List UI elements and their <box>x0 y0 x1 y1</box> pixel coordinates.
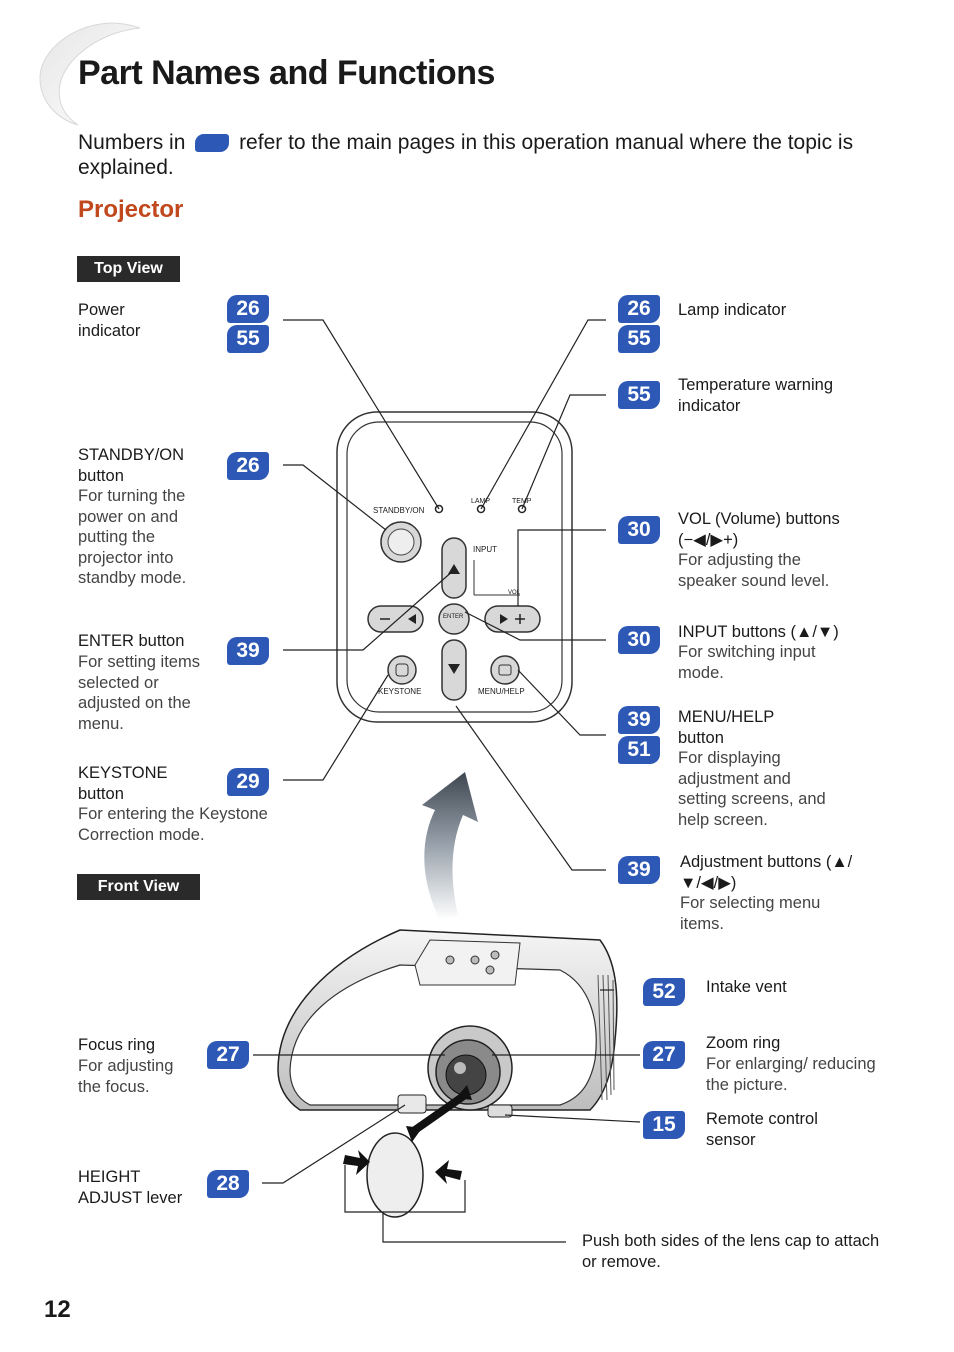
menu-button-desc: For displaying adjustment and setting sc… <box>678 749 826 829</box>
panel-temp-label: TEMP <box>512 498 532 505</box>
keystone-button-shape <box>387 655 417 685</box>
page-ref-pill-icon <box>195 134 230 153</box>
vol-up-button-shape <box>484 605 541 633</box>
standby-button-label: STANDBY/ON button <box>78 446 185 485</box>
page-badge[interactable]: 52 <box>643 978 685 1006</box>
zoom-ring-desc: For enlarging/ reducing the picture. <box>706 1055 876 1094</box>
panel-keystone-label: KEYSTONE <box>378 687 422 696</box>
focus-ring-label: Focus ring <box>78 1036 156 1054</box>
enter-button-label: ENTER button <box>78 632 185 650</box>
panel-enter-label: ENTER <box>443 614 464 620</box>
page-badge[interactable]: 26 <box>227 295 269 323</box>
panel-standby-label: STANDBY/ON <box>373 506 425 515</box>
enter-button-desc: For setting items selected or adjusted o… <box>78 653 200 733</box>
page-badge[interactable]: 39 <box>618 706 660 734</box>
page-badge[interactable]: 29 <box>227 768 269 796</box>
menu-button-label: MENU/HELP button <box>678 708 774 747</box>
temp-indicator-label: Temperature warning indicator <box>678 376 833 415</box>
panel-lamp-label: LAMP <box>471 498 491 505</box>
panel-vol-label: VOL <box>508 590 521 596</box>
page-badge[interactable]: 39 <box>618 856 660 884</box>
page-number: 12 <box>44 1296 71 1323</box>
enter-button-shape <box>438 603 470 635</box>
intake-vent-label: Intake vent <box>706 978 787 996</box>
up-arrow-decoration <box>422 772 478 920</box>
leader-lines <box>283 319 606 871</box>
corner-arc-decoration <box>39 22 141 126</box>
standby-button-desc: For turning the power on and putting the… <box>78 487 187 587</box>
height-lever-shape <box>397 1094 427 1114</box>
keystone-button-desc: For entering the Keystone Correction mod… <box>78 805 268 844</box>
page-badge[interactable]: 26 <box>227 452 269 480</box>
page-badge[interactable]: 15 <box>643 1111 685 1139</box>
vol-down-button-shape <box>367 605 424 633</box>
height-lever-label: HEIGHT ADJUST lever <box>78 1168 183 1207</box>
page-badge[interactable]: 55 <box>618 381 660 409</box>
page-badge[interactable]: 27 <box>643 1041 685 1069</box>
focus-ring-desc: For adjusting the focus. <box>78 1057 174 1096</box>
adjust-buttons-label: Adjustment buttons (▲/▼/◀/▶) <box>680 853 853 892</box>
page-badge[interactable]: 26 <box>618 295 660 323</box>
intro-text: Numbers in refer to the main pages in th… <box>78 130 898 180</box>
page-badge[interactable]: 28 <box>207 1170 249 1198</box>
panel-menu-label: MENU/HELP <box>478 687 525 696</box>
remote-sensor-shape <box>487 1104 513 1118</box>
keystone-button-label: KEYSTONE button <box>78 764 168 803</box>
page-badge[interactable]: 55 <box>618 325 660 353</box>
section-heading: Projector <box>78 196 184 223</box>
page-badge[interactable]: 27 <box>207 1041 249 1069</box>
page-badge[interactable]: 51 <box>618 736 660 764</box>
top-view-tag: Top View <box>77 256 180 282</box>
intro-before: Numbers in <box>78 131 186 154</box>
projector-body-diagram <box>277 929 618 1118</box>
page-badge[interactable]: 39 <box>227 637 269 665</box>
menu-button-shape <box>490 655 520 685</box>
panel-input-label: INPUT <box>473 545 497 554</box>
lens-cap-diagram <box>343 1085 472 1218</box>
vol-buttons-desc: For adjusting the speaker sound level. <box>678 551 830 590</box>
remote-sensor-label: Remote control sensor <box>706 1110 818 1149</box>
top-panel-diagram <box>336 411 573 723</box>
page-title: Part Names and Functions <box>78 54 495 92</box>
page-badge[interactable]: 30 <box>618 626 660 654</box>
input-buttons-label: INPUT buttons (▲/▼) <box>678 623 839 641</box>
page-badge[interactable]: 30 <box>618 516 660 544</box>
front-view-tag: Front View <box>77 874 200 900</box>
lamp-indicator-label: Lamp indicator <box>678 301 787 319</box>
power-indicator-label: Power indicator <box>78 301 141 340</box>
input-buttons-desc: For switching input mode. <box>678 643 816 682</box>
adjust-buttons-desc: For selecting menu items. <box>680 894 821 933</box>
vol-buttons-label: VOL (Volume) buttons (−◀/▶+) <box>678 510 840 549</box>
page-badge[interactable]: 55 <box>227 325 269 353</box>
lens-cap-note: Push both sides of the lens cap to attac… <box>582 1232 880 1271</box>
zoom-ring-label: Zoom ring <box>706 1034 781 1052</box>
intro-after: refer to the main pages in this operatio… <box>78 131 854 179</box>
